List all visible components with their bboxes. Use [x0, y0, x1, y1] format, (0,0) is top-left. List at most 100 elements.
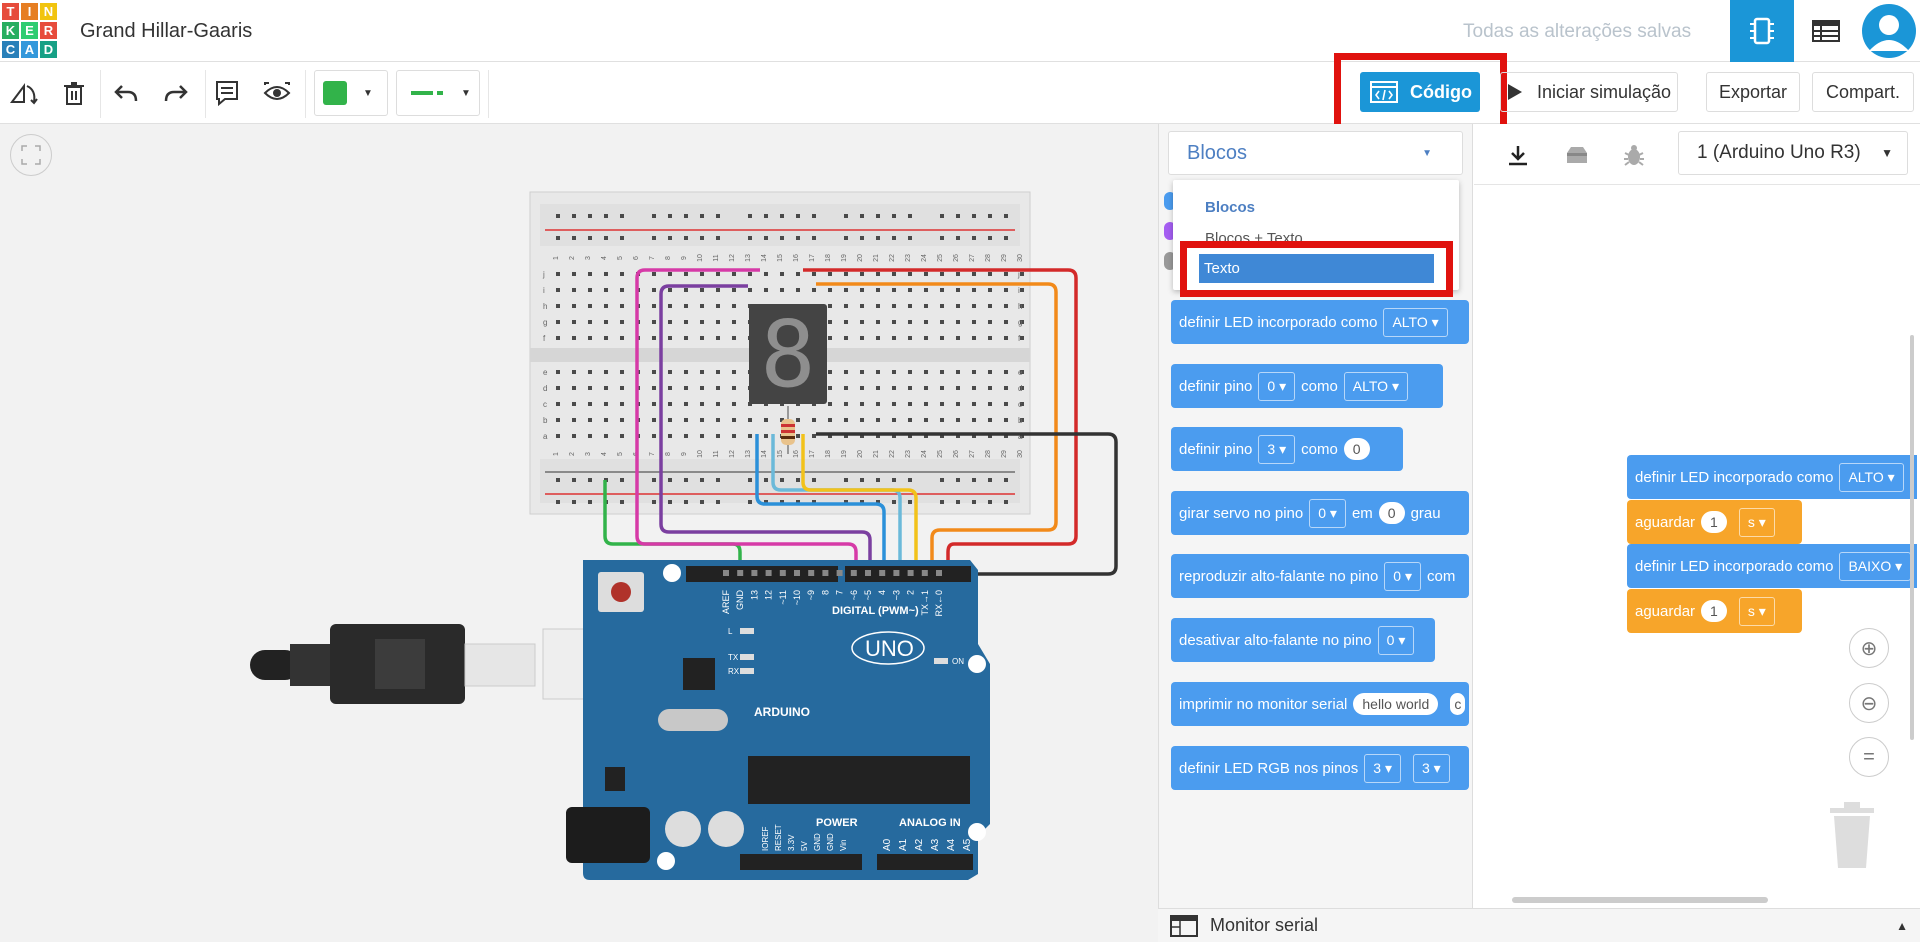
analog-pin-label: A2: [914, 838, 925, 851]
user-avatar[interactable]: [1858, 0, 1920, 62]
resistor[interactable]: [781, 406, 795, 454]
zoom-reset-button[interactable]: =: [1849, 737, 1889, 777]
block-dropdown[interactable]: ALTO ▾: [1383, 307, 1448, 337]
block-serial-print[interactable]: imprimir no monitor serial hello world c: [1171, 682, 1469, 726]
visibility-button[interactable]: [259, 75, 295, 111]
block-text: como: [1301, 377, 1338, 395]
code-button-label: Código: [1410, 81, 1472, 102]
block-dropdown[interactable]: 0 ▾: [1309, 498, 1346, 528]
block-text-input[interactable]: hello world: [1353, 693, 1439, 715]
block-set-rgb-led[interactable]: definir LED RGB nos pinos 3 ▾ 3 ▾: [1171, 746, 1469, 790]
power-pin-label: Vin: [839, 840, 848, 851]
ws-block-wait-2[interactable]: aguardar 1 s ▾: [1627, 589, 1802, 633]
block-text-input[interactable]: c: [1450, 693, 1466, 715]
breadboard-row-label: g: [543, 318, 547, 327]
power-pin-label: RESET: [774, 824, 783, 851]
trash-bin[interactable]: [1826, 800, 1878, 875]
block-number-input[interactable]: 1: [1701, 511, 1727, 533]
expand-icon[interactable]: ▲: [1896, 918, 1908, 933]
delete-button[interactable]: [56, 75, 92, 111]
block-set-pin[interactable]: definir pino 0 ▾ como ALTO ▾: [1171, 364, 1443, 408]
wire-style-picker[interactable]: ▼: [396, 70, 480, 116]
code-mode-select[interactable]: Blocos ▼: [1168, 131, 1463, 175]
redo-icon: [164, 85, 188, 102]
block-dropdown[interactable]: ALTO ▾: [1343, 371, 1408, 401]
breadboard-row-label: e: [543, 368, 548, 377]
project-title[interactable]: Grand Hillar-Gaaris: [80, 20, 253, 42]
mode-option-text[interactable]: Texto: [1199, 254, 1434, 283]
arduino-uno-board[interactable]: ARDUINO UNO DIGITAL (PWM~) POWER ANALOG …: [566, 560, 990, 880]
block-set-builtin-led[interactable]: definir LED incorporado como ALTO ▾: [1171, 300, 1469, 344]
undo-button[interactable]: [108, 75, 144, 111]
start-simulation-button[interactable]: Iniciar simulação: [1500, 72, 1678, 112]
block-dropdown[interactable]: 3 ▾: [1258, 434, 1296, 464]
color-picker[interactable]: ▼: [314, 70, 388, 116]
user-icon: [1862, 4, 1916, 58]
circuit-drawing: 1122334455667788991010111112121313141415…: [250, 191, 1118, 880]
breadboard-col-label: 25: [937, 450, 944, 458]
ws-block-wait-1[interactable]: aguardar 1 s ▾: [1627, 500, 1802, 544]
ws-block-set-led-high[interactable]: definir LED incorporado como ALTO ▾: [1627, 455, 1917, 499]
code-button[interactable]: Código: [1360, 72, 1480, 112]
workspace-vertical-scrollbar[interactable]: [1910, 335, 1914, 740]
arduino-model-label: UNO: [865, 636, 914, 661]
digital-pin-label: ~11: [778, 590, 788, 605]
mode-option-blocks[interactable]: Blocos: [1205, 199, 1256, 216]
block-rotate-servo[interactable]: girar servo no pino 0 ▾ em 0 grau: [1171, 491, 1469, 535]
circuit-view-button[interactable]: [1730, 0, 1794, 62]
logo-letter: D: [40, 41, 57, 58]
download-code-button[interactable]: [1498, 137, 1538, 173]
digital-label: DIGITAL (PWM~): [832, 605, 919, 617]
ws-block-set-led-low[interactable]: definir LED incorporado como BAIXO ▾: [1627, 544, 1917, 588]
block-dropdown[interactable]: ALTO ▾: [1839, 462, 1904, 492]
arduino-brand-label: ARDUINO: [754, 705, 810, 719]
code-mode-value: Blocos: [1187, 141, 1248, 164]
block-dropdown-value: BAIXO: [1848, 557, 1892, 574]
block-dropdown[interactable]: 0 ▾: [1377, 625, 1415, 655]
block-number-input[interactable]: 0: [1343, 438, 1370, 460]
device-select[interactable]: 1 (Arduino Uno R3) ▼: [1678, 131, 1908, 175]
block-dropdown-value: 0: [1386, 631, 1395, 648]
block-dropdown[interactable]: 3 ▾: [1412, 753, 1450, 783]
breadboard-row-label: g: [1018, 318, 1022, 327]
notes-button[interactable]: [209, 75, 245, 111]
block-dropdown-value: 3: [1373, 759, 1382, 776]
rotate-icon: [10, 83, 38, 105]
fit-view-button[interactable]: [10, 134, 52, 176]
logo-letter: T: [2, 3, 19, 20]
block-dropdown-value: ALTO: [1352, 377, 1389, 394]
breadboard-col-label: 28: [985, 254, 992, 262]
block-dropdown-value: ALTO: [1392, 313, 1428, 330]
workspace-horizontal-scrollbar[interactable]: [1512, 897, 1768, 903]
share-button[interactable]: Compart.: [1812, 72, 1914, 112]
block-text: desativar alto-falante no pino: [1179, 631, 1372, 649]
block-set-pin-value[interactable]: definir pino 3 ▾ como 0: [1171, 427, 1403, 471]
block-number-input[interactable]: 1: [1701, 600, 1727, 622]
seven-segment-display[interactable]: 8: [749, 301, 827, 408]
component-list-button[interactable]: [1794, 0, 1858, 62]
block-dropdown[interactable]: s ▾: [1738, 596, 1775, 626]
zoom-in-button[interactable]: ⊕: [1849, 628, 1889, 668]
wire-style-icon: [411, 91, 443, 95]
block-stop-speaker[interactable]: desativar alto-falante no pino 0 ▾: [1171, 618, 1435, 662]
debugger-button[interactable]: [1614, 137, 1654, 173]
export-button[interactable]: Exportar: [1706, 72, 1800, 112]
block-dropdown[interactable]: 0 ▾: [1258, 371, 1296, 401]
digital-pin-label: ~3: [891, 590, 901, 600]
zoom-out-button[interactable]: ⊖: [1849, 683, 1889, 723]
block-dropdown[interactable]: BAIXO ▾: [1839, 551, 1912, 581]
block-play-speaker[interactable]: reproduzir alto-falante no pino 0 ▾ com: [1171, 554, 1469, 598]
block-number-input[interactable]: 0: [1378, 502, 1405, 524]
block-dropdown[interactable]: s ▾: [1738, 507, 1775, 537]
digital-pin-label: 12: [764, 590, 774, 600]
library-button[interactable]: [1557, 137, 1597, 173]
block-dropdown[interactable]: 0 ▾: [1384, 561, 1422, 591]
rotate-button[interactable]: [6, 75, 42, 111]
breadboard-col-label: 1: [553, 452, 560, 456]
serial-monitor-bar[interactable]: Monitor serial ▲: [1158, 908, 1920, 942]
redo-button[interactable]: [158, 75, 194, 111]
breadboard-col-label: 27: [969, 254, 976, 262]
block-dropdown[interactable]: 3 ▾: [1364, 753, 1401, 783]
wires[interactable]: [603, 268, 1118, 580]
